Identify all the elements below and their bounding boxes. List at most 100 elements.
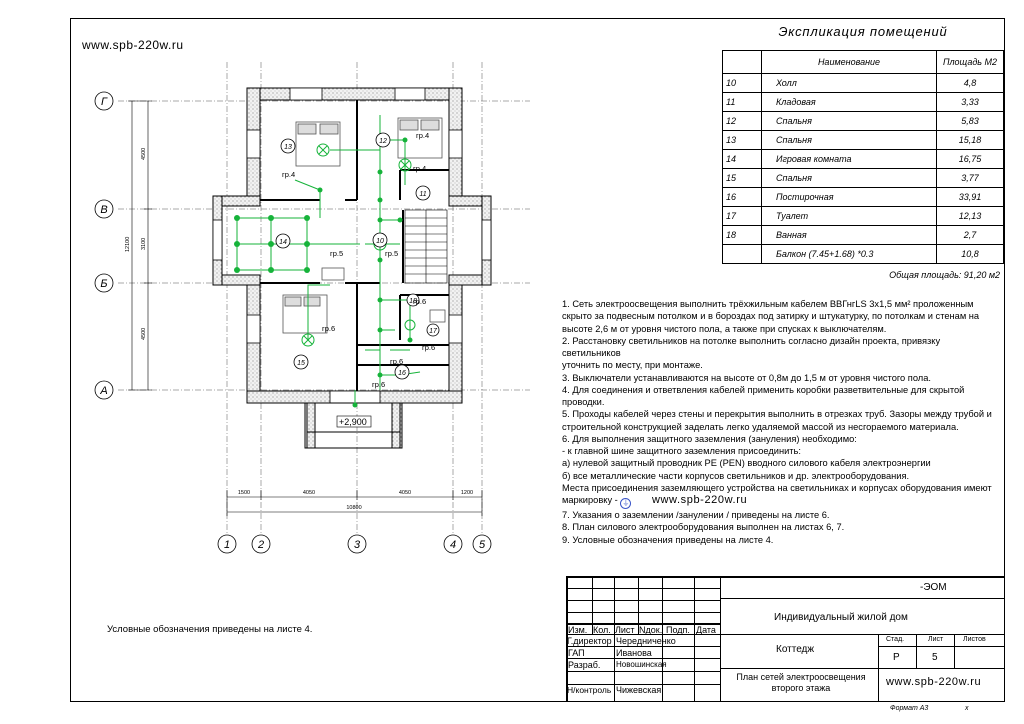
drawing-frame xyxy=(70,18,1005,702)
svg-text:гр.4: гр.4 xyxy=(416,131,429,140)
general-notes: 1. Сеть электроосвещения выполнить трёхж… xyxy=(562,298,994,546)
svg-text:18: 18 xyxy=(409,298,417,305)
sheet-label: Лист xyxy=(928,636,944,643)
svg-text:12100: 12100 xyxy=(125,237,131,252)
svg-text:11: 11 xyxy=(419,191,426,198)
title-block: Изм. Кол. Лист Nдок. Подп. Дата Г.директ… xyxy=(566,576,1005,702)
svg-text:1500: 1500 xyxy=(238,490,250,496)
legend-note: Условные обозначения приведены на листе … xyxy=(107,624,313,635)
svg-text:В: В xyxy=(100,204,107,216)
room-13-label: 13 xyxy=(284,144,292,151)
row-number: 11 xyxy=(722,92,762,112)
name-control: Чижевская xyxy=(616,685,662,695)
row-name: Постирочная xyxy=(761,187,937,207)
svg-text:1: 1 xyxy=(224,539,230,551)
col-izm: Изм. xyxy=(568,625,588,635)
stage-value: Р xyxy=(893,652,900,663)
stage-label: Стад. xyxy=(886,636,905,643)
axis-g: Г xyxy=(101,96,108,108)
svg-text:1200: 1200 xyxy=(461,490,473,496)
row-area: 33,91 xyxy=(936,187,1004,207)
note-line: 7. Указания о заземлении /занулении / пр… xyxy=(562,510,830,520)
svg-text:Б: Б xyxy=(100,278,107,290)
svg-text:3: 3 xyxy=(354,539,361,551)
site-url-stamp: www.spb-220w.ru xyxy=(886,676,982,688)
svg-text:гр.6: гр.6 xyxy=(413,297,426,306)
floor-plan: 13 12 11 14 10 15 16 17 18 гр.4 гр.4 гр.… xyxy=(94,62,530,554)
row-area: 3,77 xyxy=(936,168,1004,188)
row-area: 3,33 xyxy=(936,92,1004,112)
row-number: 17 xyxy=(722,206,762,226)
site-url-top: www.spb-220w.ru xyxy=(82,38,184,52)
header-number xyxy=(722,50,762,74)
svg-text:гр.4: гр.4 xyxy=(413,164,426,173)
note-line: проводки. xyxy=(562,397,605,407)
svg-text:гр.6: гр.6 xyxy=(322,324,335,333)
svg-text:гр.4: гр.4 xyxy=(282,170,295,179)
note-line: 6. Для выполнения защитного заземления (… xyxy=(562,433,857,444)
svg-text:14: 14 xyxy=(279,239,287,246)
row-name: Спальня xyxy=(761,168,937,188)
row-name: Балкон (7.45+1.68) *0.3 xyxy=(761,244,937,264)
row-name: Холл xyxy=(761,73,937,93)
svg-text:4: 4 xyxy=(450,539,456,551)
name-developer: Новошинская xyxy=(616,660,667,669)
svg-text:3100: 3100 xyxy=(141,238,147,250)
row-name: Спальня xyxy=(761,111,937,131)
header-area: Площадь М2 xyxy=(936,50,1004,74)
svg-text:15: 15 xyxy=(297,360,305,367)
object-name: Индивидуальный жилой дом xyxy=(774,612,908,623)
doc-code: -ЭОМ xyxy=(920,582,947,593)
header-name: Наименование xyxy=(761,50,937,74)
row-area: 4,8 xyxy=(936,73,1004,93)
row-name: Ванная xyxy=(761,225,937,245)
explication-header-row: Наименование Площадь М2 xyxy=(722,50,1004,74)
note-line: 4. Для соединения и ответвления кабелей … xyxy=(562,384,965,395)
note-line: 1. Сеть электроосвещения выполнить трёхж… xyxy=(562,299,974,309)
col-data: Дата xyxy=(696,625,716,635)
note-line: высоте 2,6 м от уровня чистого пола, а т… xyxy=(562,323,887,334)
svg-text:А: А xyxy=(99,385,107,397)
svg-text:16: 16 xyxy=(398,370,406,377)
format-x: х xyxy=(965,705,969,712)
name-gap: Иванова xyxy=(616,648,652,658)
row-area: 2,7 xyxy=(936,225,1004,245)
sheets-label: Листов xyxy=(963,636,986,643)
role-gap: ГАП xyxy=(568,648,585,658)
row-number: 16 xyxy=(722,187,762,207)
svg-text:4050: 4050 xyxy=(399,490,411,496)
note-line: 2. Расстановку светильников на потолке в… xyxy=(562,335,941,358)
svg-text:гр.5: гр.5 xyxy=(385,249,398,258)
note-line: 8. План силового электрооборудования вып… xyxy=(562,522,845,533)
col-list: Лист xyxy=(615,625,635,635)
svg-text:+2,900: +2,900 xyxy=(339,417,367,427)
svg-text:10: 10 xyxy=(376,238,384,245)
row-name: Туалет xyxy=(761,206,937,226)
note-line: Места присоединения заземляющего устройс… xyxy=(562,482,992,493)
sheet-value: 5 xyxy=(932,652,938,663)
svg-text:5: 5 xyxy=(479,539,486,551)
role-developer: Разраб. xyxy=(568,660,601,670)
svg-text:гр.5: гр.5 xyxy=(330,249,343,258)
note-line: б) все металлические части корпусов свет… xyxy=(562,470,910,481)
col-podp: Подп. xyxy=(666,625,690,635)
svg-text:12: 12 xyxy=(379,138,387,145)
row-area: 15,18 xyxy=(936,130,1004,150)
col-ndok: Nдок. xyxy=(639,625,663,635)
site-url-inline: www.spb-220w.ru xyxy=(651,494,748,506)
row-area: 16,75 xyxy=(936,149,1004,169)
total-area: Общая площадь: 91,20 м2 xyxy=(889,270,1000,280)
svg-text:2: 2 xyxy=(257,539,264,551)
building-name: Коттедж xyxy=(776,644,815,655)
role-director: Г.директор xyxy=(567,636,612,646)
